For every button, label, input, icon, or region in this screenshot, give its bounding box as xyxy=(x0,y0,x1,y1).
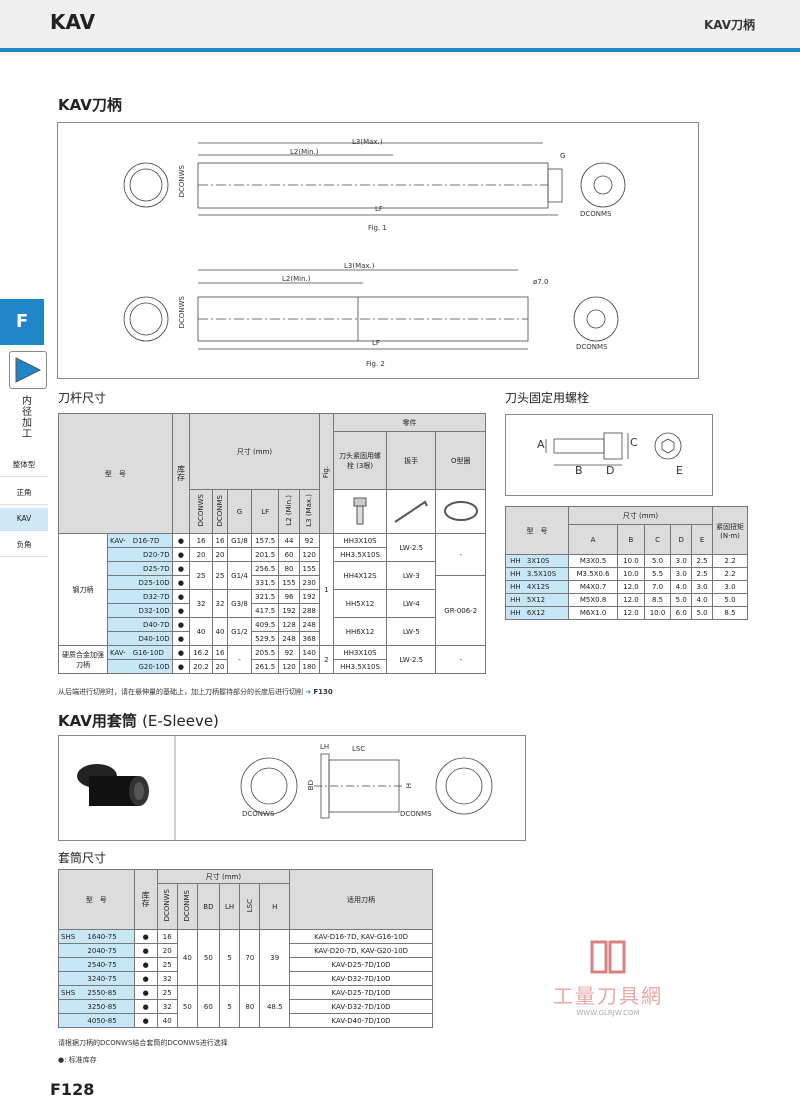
bolt-drawing-box xyxy=(505,414,713,496)
page-header xyxy=(0,0,800,48)
group-carbide: 硬质合金加强刀柄 xyxy=(58,645,108,674)
table-row: HH 3.5X10S M3.5X0.6 10.0 5.5 3.0 2.5 2.2 xyxy=(504,567,748,581)
col-dconws: DCONWS xyxy=(189,489,213,534)
table-row: D25-7D ● 25 25 G1/4 256.5 80 155 HH4X12S… xyxy=(59,561,486,590)
holder-figure-box xyxy=(57,122,699,379)
sidebar-item-negative[interactable]: 负角 xyxy=(0,534,48,557)
bolt-col-dims: 尺寸 (mm) xyxy=(567,506,714,525)
sleeve-dimensions-table: 型 号 库存 尺寸 (mm) 适用刀柄 DCONWS DCONMS BD LH … xyxy=(58,869,433,1028)
bolt-icon xyxy=(333,489,388,534)
sleeve-table-title: 套筒尺寸 xyxy=(58,851,107,865)
section-title-kav-holder: KAV刀柄 xyxy=(58,96,122,114)
fig2-phi-label: ø7.0 xyxy=(533,278,549,286)
bolt-section-title: 刀头固定用螺栓 xyxy=(505,391,590,405)
bolt-label-b: B xyxy=(575,464,583,477)
sleeve-dconms-label: DCONMS xyxy=(400,810,432,818)
shank-dimensions-table: 型 号 库存 尺寸 (mm) Fig. 零件 刀头紧固用螺栓 (3根) 扳手 O… xyxy=(58,413,486,674)
fig2-caption: Fig. 2 xyxy=(366,360,385,368)
sleeve-photo xyxy=(77,764,149,806)
bolt-table: 型 号 尺寸 (mm) 紧固扭矩 (N·m) A B C D E HH 3X10… xyxy=(504,506,748,620)
oring-icon xyxy=(435,489,486,534)
bolt-col-torque: 紧固扭矩 (N·m) xyxy=(712,506,748,555)
watermark: 工量刀具網 WWW.GLRJW.COM xyxy=(538,940,678,1020)
header-section-label: KAV刀柄 xyxy=(703,18,755,32)
table-row: 4050-85 ● 40 KAV-D40-7D/10D xyxy=(58,1013,433,1028)
sleeve-h-label: H xyxy=(405,783,413,789)
header-title: KAV xyxy=(50,10,96,34)
reference-arrow-icon: ➔ xyxy=(305,688,312,696)
section-title-sleeve: KAV用套筒 (E-Sleeve) xyxy=(58,712,219,730)
sleeve-bd-label: BD xyxy=(307,780,315,791)
fig1-l2-label: L2(Min.) xyxy=(290,148,319,156)
header-accent-line xyxy=(0,48,800,52)
fig1-dconms-label: DCONMS xyxy=(580,210,612,218)
holder-drawing xyxy=(123,142,626,350)
table-row: 钢刀柄 KAV- D16-7D ● 16 16 G1/8 157.5 44 92… xyxy=(58,533,486,646)
table-row: SHS 2550-85 ● 25 50 60 5 80 48.5 KAV-D25… xyxy=(58,985,433,1028)
fig2-lf-label: LF xyxy=(372,339,380,347)
table-row: G20-10D ● 20.2 20 261.5 120 180 HH3.5X10… xyxy=(59,659,486,674)
table-row: 2040-75 ● 20 KAV-D20-7D, KAV-G20-10D xyxy=(58,943,433,958)
bolt-col-model: 型 号 xyxy=(505,506,569,555)
bolt-drawing xyxy=(545,432,682,466)
col-oring: O型圈 xyxy=(435,431,486,490)
sidebar-item-positive[interactable]: 正角 xyxy=(0,482,48,505)
sleeve-table-note: 请根据刀柄的DCONWS结合套筒的DCONWS进行选择 xyxy=(58,1039,228,1047)
page-number: F128 xyxy=(50,1080,95,1099)
sleeve-dconws-label: DCONWS xyxy=(242,810,275,818)
col-dims: 尺寸 (mm) xyxy=(189,413,320,490)
fig1-caption: Fig. 1 xyxy=(368,224,387,232)
sidebar-item-solid[interactable]: 整体型 xyxy=(0,454,48,477)
col-bolt: 刀头紧固用螺栓 (3根) xyxy=(333,431,388,490)
table-row: D40-7D ● 40 40 G1/2 409.5 128 248 HH6X12… xyxy=(59,617,486,646)
sidebar-vertical-label: 内径加工 xyxy=(22,396,32,440)
insert-icon xyxy=(9,351,47,389)
sleeve-figure-box xyxy=(58,735,526,841)
fig2-l3-label: L3(Max.) xyxy=(344,262,375,270)
sidebar-tab-f[interactable]: F xyxy=(0,299,44,345)
table-row: HH 5X12 M5X0.8 12.0 8.5 5.0 4.0 5.0 xyxy=(504,593,748,607)
fig1-lf-label: LF xyxy=(375,205,383,213)
col-parts: 零件 xyxy=(333,413,486,432)
table-row: HH 6X12 M6X1.0 12.0 10.0 6.0 5.0 8.5 xyxy=(504,606,748,620)
table-row: D25-10D ● 331.5 155 230 GR-006-2 xyxy=(59,575,486,646)
table-row: 硬质合金加强刀柄 KAV- G16-10D ● 16.2 16 - 205.5 … xyxy=(58,645,486,674)
sidebar-item-kav[interactable]: KAV xyxy=(0,508,48,531)
col-model: 型 号 xyxy=(58,413,173,534)
table-row: SHS 1640-75 ● 16 40 50 5 70 39 KAV-D16-7… xyxy=(58,929,433,986)
sleeve-drawing xyxy=(77,736,493,840)
col-lf: LF xyxy=(250,489,280,534)
col-stock: 库存 xyxy=(171,413,191,534)
col-wrench: 扳手 xyxy=(386,431,437,490)
col-g: G xyxy=(227,489,252,534)
sleeve-lsc-label: LSC xyxy=(352,745,366,753)
shank-table-note: 从后端进行切削时，请在悬伸量的基础上，加上刀柄握持部分的长度后进行切削 ➔ F1… xyxy=(58,688,333,696)
fig2-dconms-label: DCONMS xyxy=(576,343,608,351)
sleeve-lh-label: LH xyxy=(320,743,330,751)
bolt-label-d: D xyxy=(606,464,615,477)
watermark-logo-icon xyxy=(590,940,626,974)
wrench-icon xyxy=(386,489,437,534)
fig1-dconws-label: DCONWS xyxy=(178,165,186,198)
bolt-label-e: E xyxy=(676,464,683,477)
fig1-l3-label: L3(Max.) xyxy=(352,138,383,146)
watermark-text: 工量刀具網 xyxy=(553,984,663,1008)
table-row: D32-7D ● 32 32 G3/8 321.5 96 192 HH5X12 … xyxy=(59,589,486,618)
bolt-label-c: C xyxy=(630,436,638,449)
col-dconms: DCONMS xyxy=(211,489,229,534)
watermark-url: WWW.GLRJW.COM xyxy=(576,1009,640,1017)
stock-legend: ●: 标准库存 xyxy=(58,1056,97,1064)
shank-table-title: 刀杆尺寸 xyxy=(58,391,107,405)
group-steel: 钢刀柄 xyxy=(58,533,108,646)
bolt-label-a: A xyxy=(537,438,545,451)
col-l2: L2 (Min.) xyxy=(278,489,300,534)
col-l3: L3 (Max.) xyxy=(298,489,320,534)
table-row: HH 4X12S M4X0.7 12.0 7.0 4.0 3.0 3.0 xyxy=(504,580,748,594)
fig1-g-label: G xyxy=(560,152,566,160)
fig2-l2-label: L2(Min.) xyxy=(282,275,311,283)
table-row: HH 3X10S M3X0.5 10.0 5.0 3.0 2.5 2.2 xyxy=(504,554,748,568)
fig2-dconws-label: DCONWS xyxy=(178,296,186,329)
col-fig: Fig. xyxy=(318,413,335,534)
